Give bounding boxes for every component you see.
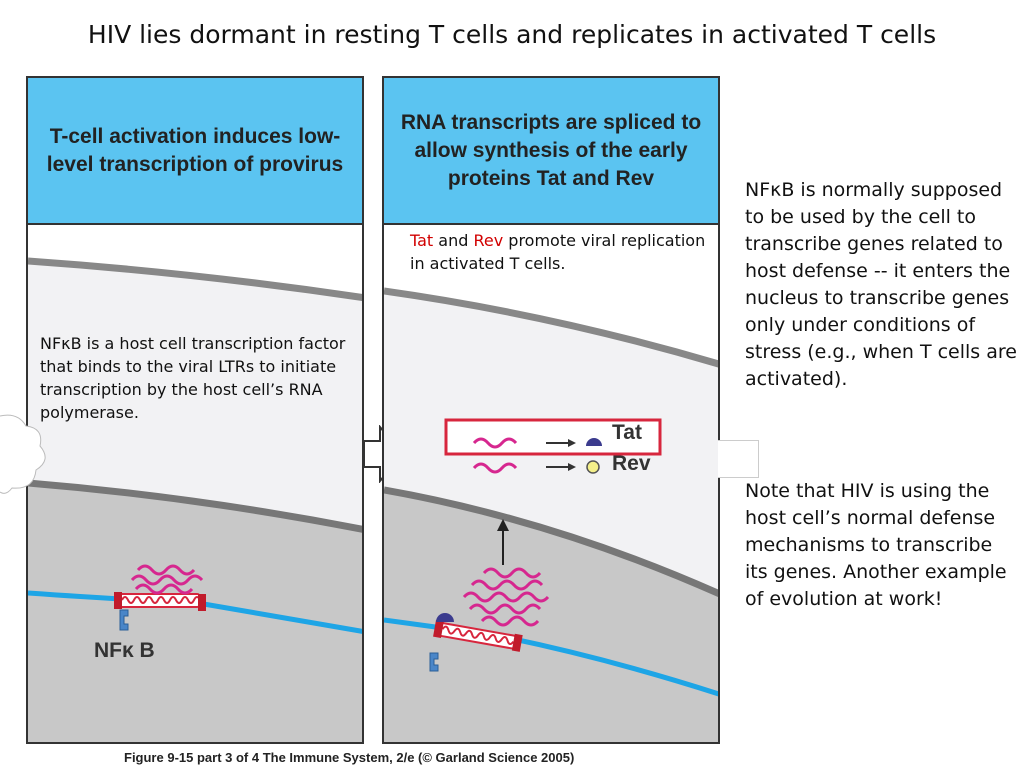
plasma-membrane: [384, 287, 718, 368]
nfkb-protein: [429, 652, 439, 672]
panel-header: T-cell activation induces low-level tran…: [28, 78, 362, 225]
cell-diagram-left: [28, 257, 362, 742]
nuclear-membrane: [28, 479, 362, 533]
rna-transcript: [134, 583, 194, 595]
tat-word: Tat: [410, 231, 434, 250]
panel-header: RNA transcripts are spliced to allow syn…: [384, 78, 718, 225]
export-arrow-icon: [497, 519, 509, 531]
panel-rna-splicing: RNA transcripts are spliced to allow syn…: [382, 76, 720, 744]
plasma-membrane: [28, 257, 362, 301]
slide-title: HIV lies dormant in resting T cells and …: [87, 20, 937, 49]
nucleus: [28, 483, 362, 742]
side-note-nfkb: NFκB is normally supposed to be used by …: [745, 179, 1017, 390]
tat-protein-icon: [586, 438, 602, 446]
panel-header-text: T-cell activation induces low-level tran…: [46, 124, 344, 176]
provirus: [433, 619, 523, 652]
nucleus: [384, 490, 718, 742]
nuclear-membrane: [384, 486, 718, 598]
nfkb-protein: [119, 609, 129, 631]
and-word: and: [433, 231, 474, 250]
protein-highlight-box: [444, 418, 662, 456]
rna-transcript: [130, 574, 204, 586]
cloud-shape-icon: [0, 414, 46, 494]
panel-header-text: RNA transcripts are spliced to allow syn…: [400, 110, 702, 190]
decorative-box: [718, 440, 759, 478]
panel-tcell-activation: T-cell activation induces low-level tran…: [26, 76, 364, 744]
rna-transcript: [136, 564, 196, 576]
side-note-evolution: Note that HIV is using the host cell’s n…: [745, 480, 1007, 610]
rev-word: Rev: [473, 231, 504, 250]
rev-protein-icon: [586, 460, 600, 474]
tat-label: Tat: [612, 421, 642, 444]
left-caption: NFκB is a host cell transcription factor…: [40, 334, 346, 422]
cell-diagram-right: [384, 287, 718, 742]
nfkb-label: NFκ B: [94, 639, 155, 662]
right-caption: Tat and Rev promote viral replication in…: [410, 229, 710, 275]
caption-rest: promote viral replication in activated T…: [410, 231, 706, 273]
tat-protein-icon: [436, 613, 454, 622]
rev-label: Rev: [612, 452, 651, 475]
figure-caption: Figure 9-15 part 3 of 4 The Immune Syste…: [124, 750, 575, 765]
